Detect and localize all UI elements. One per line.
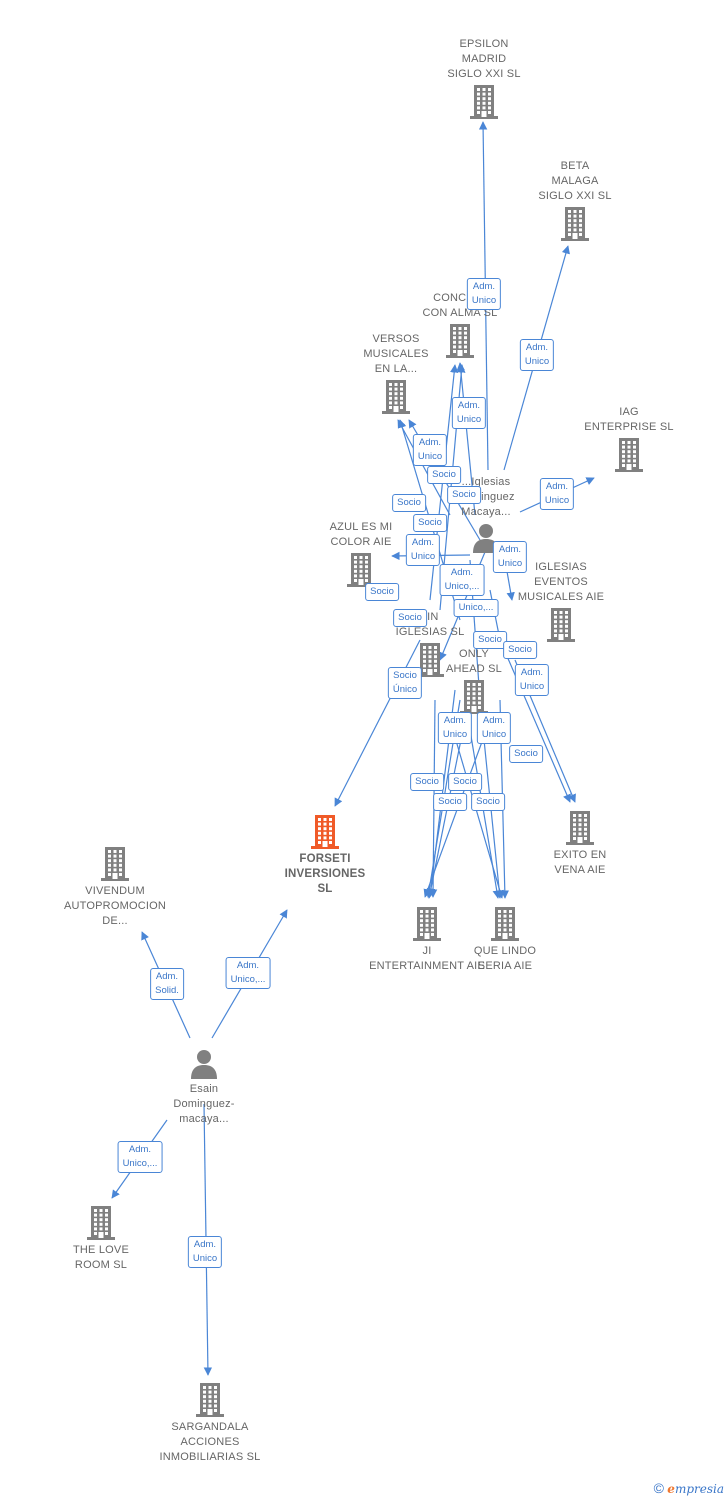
edge-label[interactable]: Socio bbox=[410, 773, 444, 791]
edge-label[interactable]: Unico,... bbox=[453, 599, 499, 617]
building-icon bbox=[347, 553, 375, 587]
building-icon bbox=[561, 207, 589, 241]
building-icon bbox=[413, 907, 441, 941]
building-icon bbox=[547, 608, 575, 642]
edge-label[interactable]: Adm.Unico bbox=[476, 712, 512, 744]
building-icon bbox=[460, 680, 488, 714]
building-icon bbox=[491, 907, 519, 941]
relation-edge bbox=[499, 639, 571, 803]
building-icon bbox=[566, 811, 594, 845]
edge-label[interactable]: Adm.Unico bbox=[466, 278, 502, 310]
edge-label[interactable]: Adm.Unico bbox=[187, 1236, 223, 1268]
node-label: CONCIE...CON ALMA SL bbox=[422, 292, 498, 319]
person-icon bbox=[191, 1050, 217, 1079]
edge-label[interactable]: Socio bbox=[365, 583, 399, 601]
building-icon bbox=[382, 380, 410, 414]
edge-label[interactable]: Socio bbox=[393, 609, 427, 627]
edge-label[interactable]: Socio bbox=[413, 514, 447, 532]
edge-label[interactable]: Adm.Unico bbox=[539, 478, 575, 510]
edge-label[interactable]: Socio bbox=[471, 793, 505, 811]
footer-brand: © empresia bbox=[654, 1480, 724, 1496]
edge-label[interactable]: Adm.Unico,... bbox=[117, 1141, 163, 1173]
edge-label[interactable]: Socio bbox=[433, 793, 467, 811]
brand-logo: empresia bbox=[667, 1482, 724, 1496]
edge-label[interactable]: Socio bbox=[392, 494, 426, 512]
person-icon bbox=[473, 524, 499, 553]
edge-label[interactable]: Socio bbox=[448, 773, 482, 791]
edge-label[interactable]: Adm.Unico bbox=[437, 712, 473, 744]
relation-edge bbox=[469, 729, 501, 899]
edge-label[interactable]: Adm.Unico bbox=[451, 397, 487, 429]
edge-label[interactable]: Socio bbox=[473, 631, 507, 649]
edge-label[interactable]: Adm.Unico,... bbox=[439, 564, 485, 596]
building-icon bbox=[470, 85, 498, 119]
building-icon bbox=[87, 1206, 115, 1240]
edge-label[interactable]: Socio bbox=[503, 641, 537, 659]
edge-label[interactable]: Adm.Unico,... bbox=[225, 957, 271, 989]
copyright-symbol: © bbox=[653, 1480, 664, 1496]
edge-label[interactable]: Socio bbox=[427, 466, 461, 484]
building-icon bbox=[615, 438, 643, 472]
edge-label[interactable]: Adm.Unico bbox=[405, 534, 441, 566]
edge-label[interactable]: Adm.Unico bbox=[492, 541, 528, 573]
building-icon bbox=[196, 1383, 224, 1417]
relation-edge bbox=[397, 419, 451, 516]
edge-label[interactable]: Socio bbox=[509, 745, 543, 763]
edge-label[interactable]: Adm.Unico bbox=[412, 434, 448, 466]
edge-label[interactable]: Adm.Unico bbox=[514, 664, 550, 696]
building-icon bbox=[446, 324, 474, 358]
edge-label[interactable]: Adm.Solid. bbox=[150, 968, 184, 1000]
edge-label[interactable]: Adm.Unico bbox=[519, 339, 555, 371]
building-icon bbox=[311, 815, 339, 849]
building-icon bbox=[416, 643, 444, 677]
building-icon bbox=[101, 847, 129, 881]
edge-label[interactable]: Socio bbox=[447, 486, 481, 504]
